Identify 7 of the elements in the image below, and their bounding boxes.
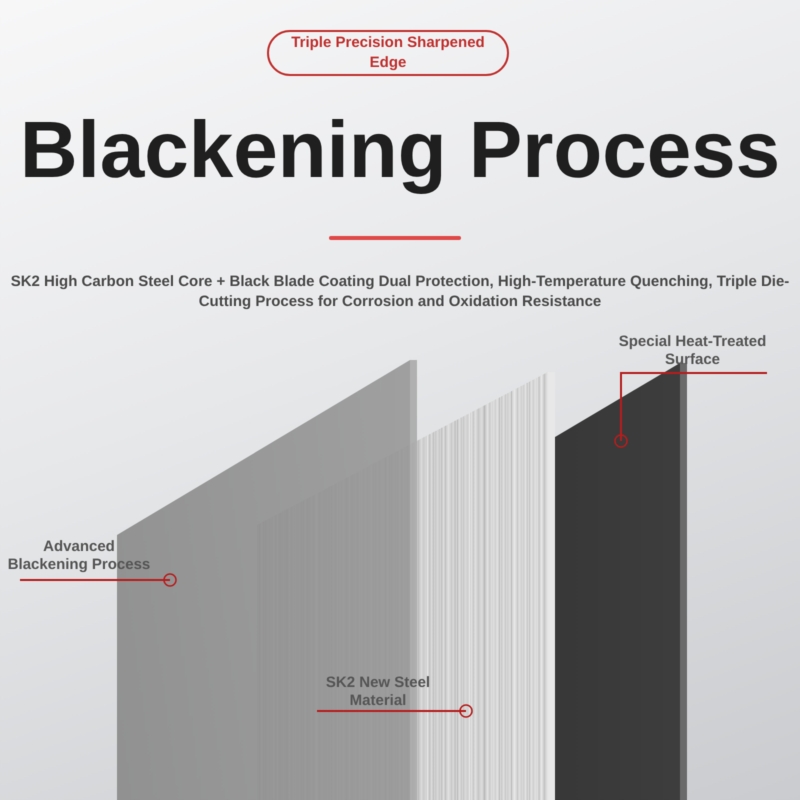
leader-line bbox=[614, 372, 767, 448]
callout-label: Special Heat-Treated Surface bbox=[600, 333, 785, 371]
leader-line bbox=[20, 573, 177, 587]
callout-label: SK2 New Steel Material bbox=[305, 674, 451, 708]
title-badge: Triple Precision Sharpened Edge bbox=[267, 30, 509, 76]
leader-line bbox=[317, 704, 473, 718]
subtitle: SK2 High Carbon Steel Core + Black Blade Coating Dual Protection, High-Temperature Quenching, Triple Die-Cutting Process for Corrosion and Oxidation Resistance bbox=[10, 272, 790, 312]
